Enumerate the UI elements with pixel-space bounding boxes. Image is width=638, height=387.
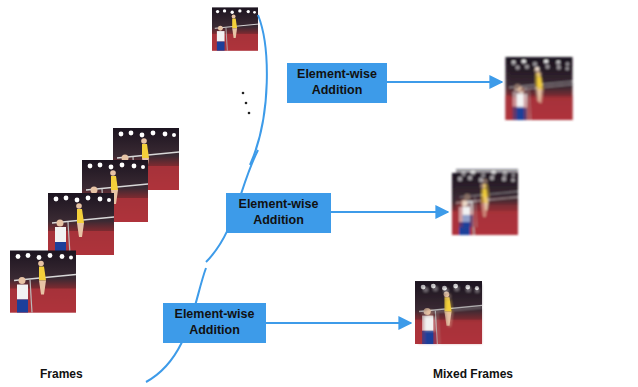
- operation-box: Element-wise Addition: [287, 63, 387, 103]
- operation-label: Element-wise Addition: [163, 307, 266, 338]
- output-arrow: [378, 81, 502, 83]
- caption-label: Frames: [40, 367, 83, 381]
- ellipsis-dot: [248, 112, 251, 115]
- mixed-frame: [505, 57, 572, 120]
- mixed-frame: [452, 169, 518, 235]
- mixed-frame: [415, 281, 482, 344]
- grouping-curve: [250, 15, 267, 165]
- video-frame: [48, 193, 114, 255]
- operation-label: Element-wise Addition: [226, 197, 331, 228]
- operation-box: Element-wise Addition: [226, 193, 331, 233]
- video-frame: [212, 7, 258, 50]
- ellipsis-dot: [242, 92, 245, 95]
- output-arrow: [257, 322, 411, 324]
- caption-label: Mixed Frames: [433, 367, 513, 381]
- video-frame: [10, 251, 76, 313]
- ellipsis-dot: [245, 102, 248, 105]
- output-arrow: [322, 211, 448, 213]
- operation-label: Element-wise Addition: [287, 67, 387, 98]
- operation-box: Element-wise Addition: [163, 303, 266, 343]
